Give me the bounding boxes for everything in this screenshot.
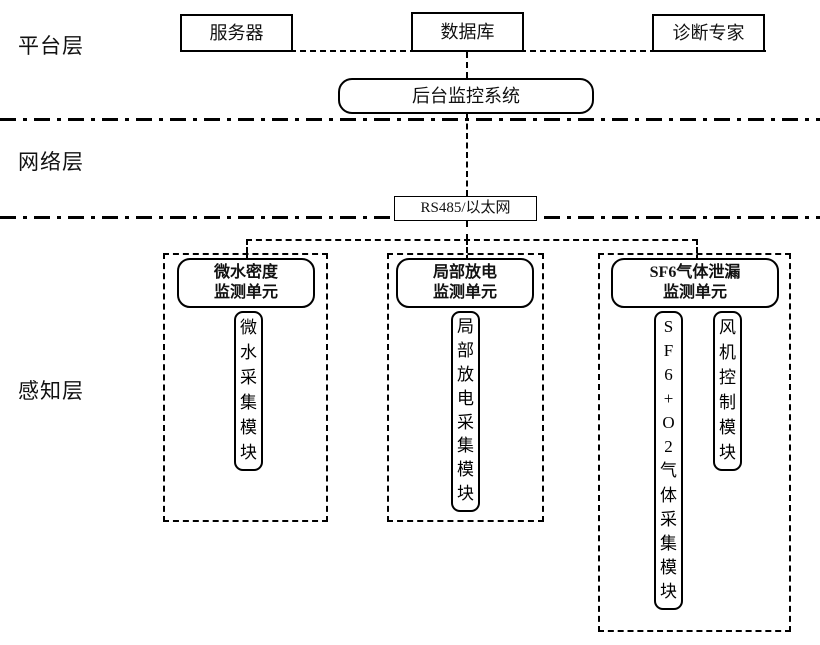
unit-header-line1: SF6气体泄漏 [649, 264, 741, 282]
module-char: 控 [719, 368, 736, 387]
module-char: 机 [719, 343, 736, 362]
module-char: 6 [664, 365, 673, 385]
sensing-unit-group-sf6-leak [598, 253, 791, 632]
module-char: 2 [664, 437, 673, 457]
layer-label-network: 网络层 [18, 150, 84, 174]
module-char: 放 [457, 364, 474, 384]
sensing-unit-group-moisture-density [163, 253, 328, 522]
unit-header-line1: 局部放电 [432, 264, 497, 282]
layer-divider-platform-network [0, 118, 820, 121]
module-char: 体 [660, 485, 677, 505]
layer-label-platform: 平台层 [18, 34, 84, 58]
module-char: 采 [660, 509, 677, 529]
layer-label-sensing: 感知层 [18, 379, 84, 403]
module-char: S [663, 317, 674, 336]
unit-header-sf6-leak[interactable]: SF6气体泄漏 监测单元 [611, 258, 779, 308]
module-char: 局 [457, 317, 474, 336]
connector-bus-to-moisture-unit [246, 239, 248, 261]
module-pd-acq[interactable]: 局部放电采集模块 [451, 311, 480, 512]
network-bus-rs485[interactable]: RS485/以太网 [394, 196, 537, 221]
unit-header-moisture-density[interactable]: 微水密度 监测单元 [177, 258, 315, 308]
module-moisture-acq[interactable]: 微水采集模块 [234, 311, 263, 471]
connector-backend-to-rs485 [466, 114, 468, 196]
module-char: 采 [457, 412, 474, 432]
module-char: F [663, 341, 674, 361]
module-char: 模 [660, 557, 677, 577]
module-char: + [663, 389, 674, 409]
module-char: 模 [457, 460, 474, 480]
module-char: 采 [240, 368, 257, 387]
module-char: 电 [457, 388, 474, 408]
module-char: 微 [240, 318, 257, 337]
connector-bus-to-sf6-unit [696, 239, 698, 261]
connector-database-to-backend [466, 52, 468, 78]
platform-bus-line [180, 50, 766, 52]
unit-header-line2: 监测单元 [213, 284, 278, 301]
platform-node-server[interactable]: 服务器 [180, 14, 293, 52]
module-char: O [662, 413, 675, 433]
module-char: 模 [719, 418, 736, 437]
module-char: 部 [457, 340, 474, 360]
platform-node-expert[interactable]: 诊断专家 [652, 14, 765, 52]
module-char: 块 [240, 443, 257, 462]
connector-bus-to-pd-unit [466, 239, 468, 261]
unit-header-partial-discharge[interactable]: 局部放电 监测单元 [396, 258, 534, 308]
unit-header-line2: 监测单元 [432, 284, 497, 301]
platform-node-database[interactable]: 数据库 [411, 12, 524, 52]
module-char: 块 [457, 484, 474, 504]
module-char: 制 [719, 393, 736, 412]
sensing-unit-group-partial-discharge [387, 253, 544, 522]
module-char: 水 [240, 343, 257, 362]
module-char: 块 [719, 443, 736, 462]
module-char: 集 [240, 393, 257, 412]
sensor-distribution-bus [246, 239, 698, 241]
module-char: 集 [660, 533, 677, 553]
unit-header-line1: 微水密度 [213, 264, 278, 282]
backend-monitor-node[interactable]: 后台监控系统 [338, 78, 594, 114]
connector-rs485-to-sensor-bus [466, 221, 468, 240]
module-char: 集 [457, 436, 474, 456]
module-char: 块 [660, 581, 677, 601]
module-fan-control[interactable]: 风机控制模块 [713, 311, 742, 471]
module-char: 气 [660, 461, 677, 481]
module-char: 风 [719, 318, 736, 337]
unit-header-line2: 监测单元 [662, 284, 727, 301]
module-char: 模 [240, 418, 257, 437]
